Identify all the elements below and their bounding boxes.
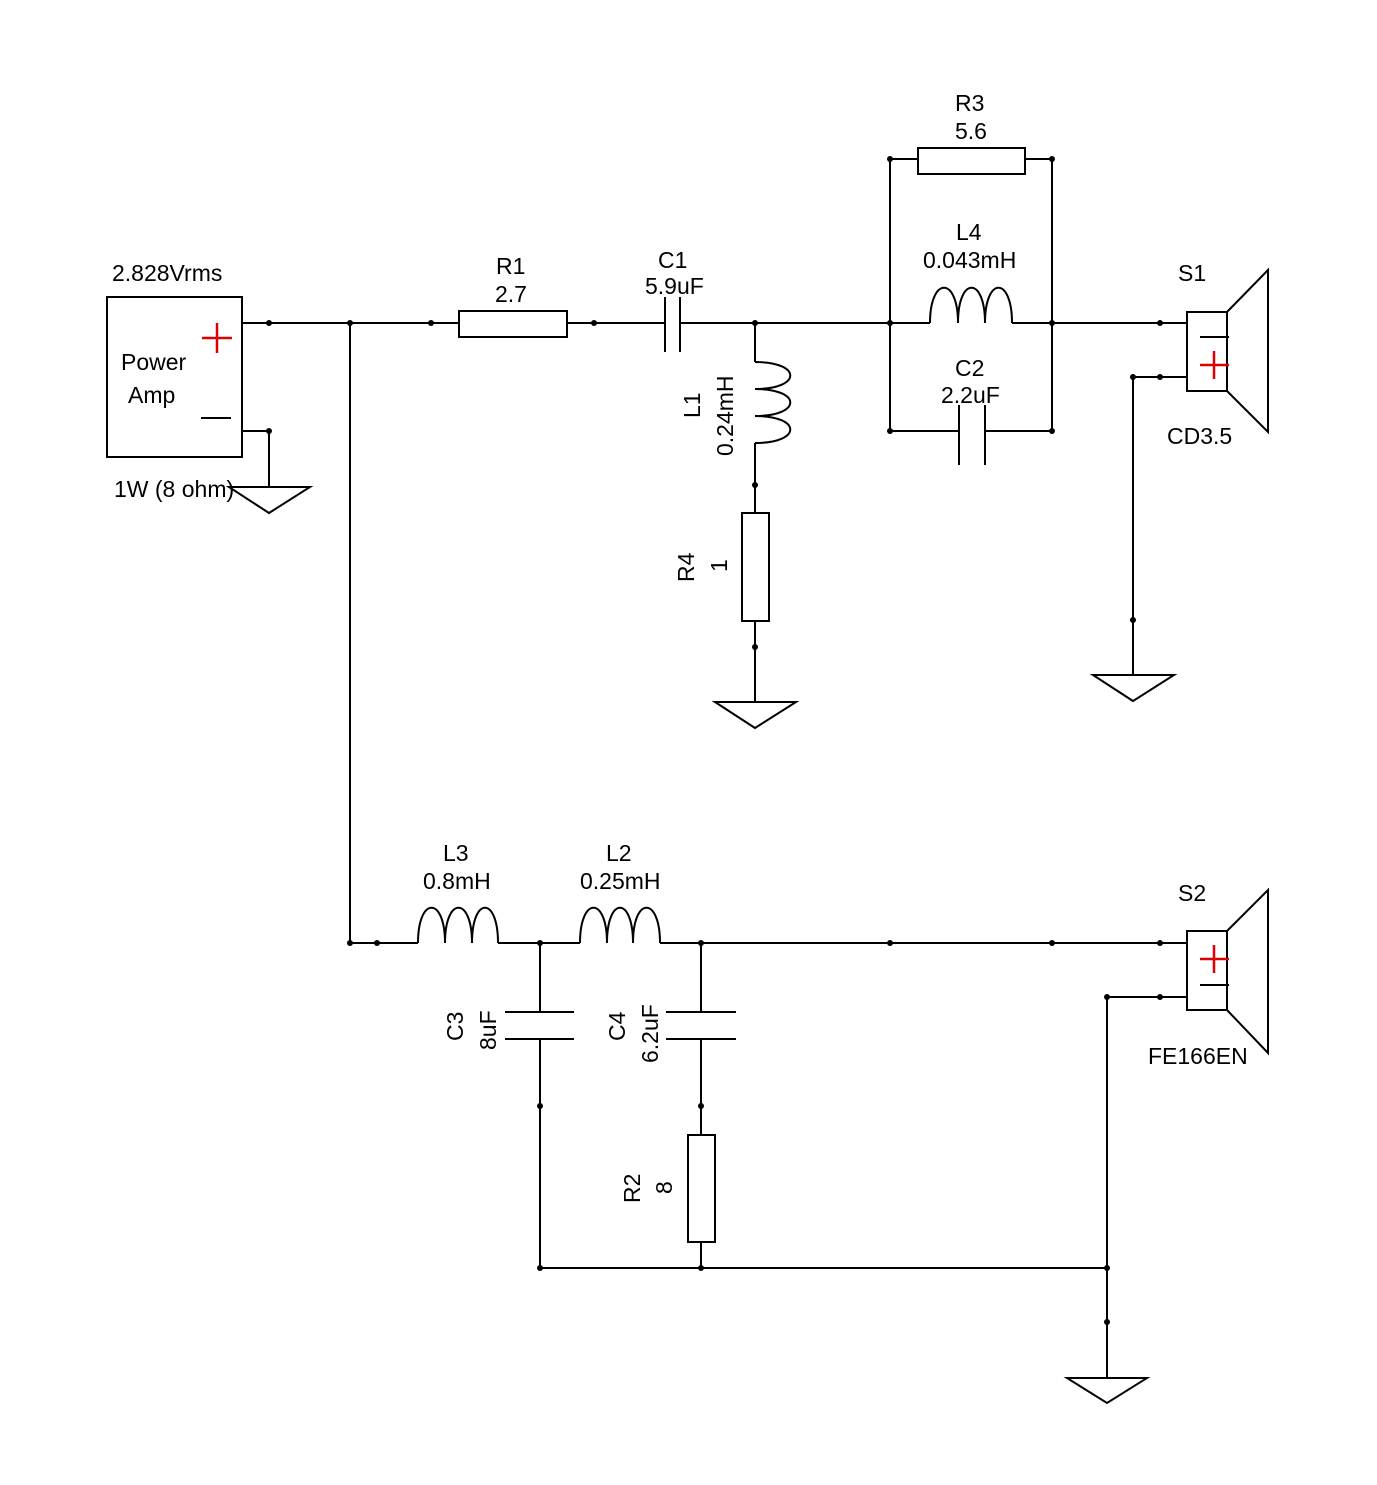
l4-ref: L4 xyxy=(956,219,982,245)
c4-value: 6.2uF xyxy=(637,1004,663,1063)
s2-plus-sign xyxy=(1200,945,1229,973)
s1-model: CD3.5 xyxy=(1167,423,1232,449)
ground-s2-icon xyxy=(1063,1377,1151,1405)
c1-ref: C1 xyxy=(658,247,687,273)
c3-value: 8uF xyxy=(475,1010,501,1050)
capacitor-c1: C1 5.9uF xyxy=(645,247,704,352)
amp-name-line1: Power xyxy=(121,349,187,375)
inductor-l1: L1 0.24mH xyxy=(679,361,791,456)
amp-voltage-label: 2.828Vrms xyxy=(112,260,222,286)
r3-value: 5.6 xyxy=(955,118,987,144)
c2-ref: C2 xyxy=(955,355,984,381)
junctions xyxy=(266,156,1163,1325)
ground-s1-icon xyxy=(1089,674,1178,703)
r2-ref: R2 xyxy=(619,1174,645,1203)
resistor-r4: R4 1 xyxy=(673,512,770,622)
l4-value: 0.043mH xyxy=(923,247,1016,273)
inductor-l3: L3 0.8mH xyxy=(417,840,499,944)
capacitor-c3: C3 8uF xyxy=(442,1010,574,1050)
c1-value: 5.9uF xyxy=(645,273,704,299)
r3-ref: R3 xyxy=(955,90,984,116)
amp-rating-label: 1W (8 ohm) xyxy=(114,476,234,502)
resistor-r1: R1 2.7 xyxy=(458,253,568,338)
resistor-r2: R2 8 xyxy=(619,1134,716,1243)
capacitor-c4: C4 6.2uF xyxy=(604,1004,736,1063)
l1-value: 0.24mH xyxy=(712,375,738,456)
c3-ref: C3 xyxy=(442,1012,468,1041)
l3-ref: L3 xyxy=(443,840,469,866)
power-amp: 2.828Vrms Power Amp 1W (8 ohm) xyxy=(106,260,243,502)
c2-value: 2.2uF xyxy=(941,382,1000,408)
s2-ref: S2 xyxy=(1178,880,1206,906)
r2-value: 8 xyxy=(651,1181,677,1194)
resistor-r3: R3 5.6 xyxy=(917,90,1026,175)
amp-plus-sign xyxy=(202,323,232,353)
c4-ref: C4 xyxy=(604,1011,630,1041)
inductor-l2: L2 0.25mH xyxy=(579,840,661,944)
wires xyxy=(242,158,1187,1378)
r1-value: 2.7 xyxy=(495,281,527,307)
ground-l1-branch-icon xyxy=(711,701,800,730)
r4-value: 1 xyxy=(706,559,732,572)
amp-name-line2: Amp xyxy=(128,382,175,408)
ground-amp-icon xyxy=(225,486,314,515)
capacitor-c2: C2 2.2uF xyxy=(941,355,1000,465)
speaker-s2: S2 FE166EN xyxy=(1148,880,1269,1069)
s2-model: FE166EN xyxy=(1148,1043,1248,1069)
r4-ref: R4 xyxy=(673,552,699,582)
inductor-l4: L4 0.043mH xyxy=(923,219,1016,324)
speaker-s1: S1 CD3.5 xyxy=(1167,260,1269,449)
s1-plus-sign xyxy=(1200,351,1229,379)
l2-value: 0.25mH xyxy=(580,868,661,894)
l3-value: 0.8mH xyxy=(423,868,491,894)
l1-ref: L1 xyxy=(679,392,705,418)
s1-ref: S1 xyxy=(1178,260,1206,286)
r1-ref: R1 xyxy=(496,253,525,279)
l2-ref: L2 xyxy=(606,840,632,866)
